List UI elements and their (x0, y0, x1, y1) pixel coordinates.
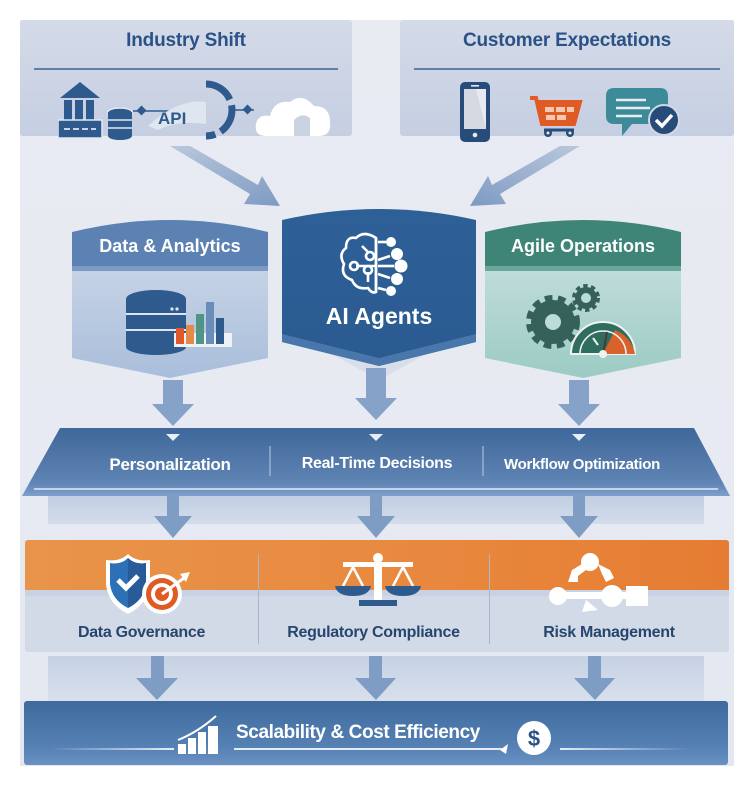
arrow-down (154, 494, 192, 538)
arrows-row-2 (154, 494, 598, 538)
governance-regulatory-compliance: Regulatory Compliance (287, 624, 460, 641)
industry-shift-box: Industry Shift API (20, 20, 352, 140)
divider (489, 554, 490, 644)
arrow-left-diagonal (170, 146, 280, 206)
industry-shift-title: Industry Shift (126, 30, 246, 51)
legacy-building-icon (58, 82, 103, 139)
shopping-cart-icon (530, 96, 583, 137)
convergence-arrows (170, 146, 580, 206)
ai-agents-pillar (282, 209, 476, 380)
capability-real-time-decisions: Real-Time Decisions (301, 455, 453, 472)
risk-network-icon (549, 553, 648, 612)
divider (34, 68, 338, 70)
divider (258, 554, 259, 644)
divider (50, 748, 174, 750)
capability-workflow-optimization: Workflow Optimization (504, 456, 660, 473)
arrow-right-diagonal (470, 146, 580, 206)
api-icon: API (148, 80, 236, 140)
chat-check-icon (606, 88, 680, 136)
governance-risk-management: Risk Management (543, 624, 675, 641)
outcome-band (24, 701, 728, 765)
gears-gauge-icon (526, 284, 637, 358)
divider (560, 748, 690, 750)
arrow-down (560, 494, 598, 538)
arrow-down (558, 380, 600, 426)
arrow-down (136, 656, 178, 700)
database-chart-icon (126, 290, 232, 355)
customer-expectations-box: Customer Expectations (400, 20, 734, 142)
arrow-down (355, 368, 397, 420)
arrow-down (152, 380, 194, 426)
divider (234, 748, 502, 750)
arrow-down (355, 656, 396, 700)
agile-operations-pillar (485, 220, 681, 378)
arrow-down (357, 494, 395, 538)
divider (414, 68, 720, 70)
cloud-icon (255, 97, 331, 136)
circuit-nodes (386, 237, 408, 296)
scales-icon (335, 553, 421, 606)
database-icon (107, 107, 133, 140)
customer-expectations-title: Customer Expectations (462, 30, 672, 51)
outcome-label: Scalability & Cost Efficiency (236, 722, 480, 743)
arrows-row-3 (136, 656, 615, 700)
pillar-left-title: Data & Analytics (99, 236, 241, 256)
brain-circuit-icon (340, 232, 394, 294)
growth-chart-icon (177, 715, 218, 754)
dollar-coin-icon: $ (500, 721, 551, 755)
pillar-right-title: Agile Operations (510, 236, 656, 256)
arrow-down (574, 656, 615, 700)
governance-data-governance: Data Governance (77, 624, 206, 641)
arrows-row-1 (152, 368, 600, 426)
shield-target-icon (106, 554, 190, 614)
svg-text:$: $ (528, 726, 540, 751)
data-analytics-pillar (72, 220, 268, 378)
smartphone-icon (460, 82, 490, 142)
capability-personalization: Personalization (109, 455, 231, 474)
pillar-center-title: AI Agents (325, 303, 433, 329)
svg-text:API: API (158, 109, 186, 128)
